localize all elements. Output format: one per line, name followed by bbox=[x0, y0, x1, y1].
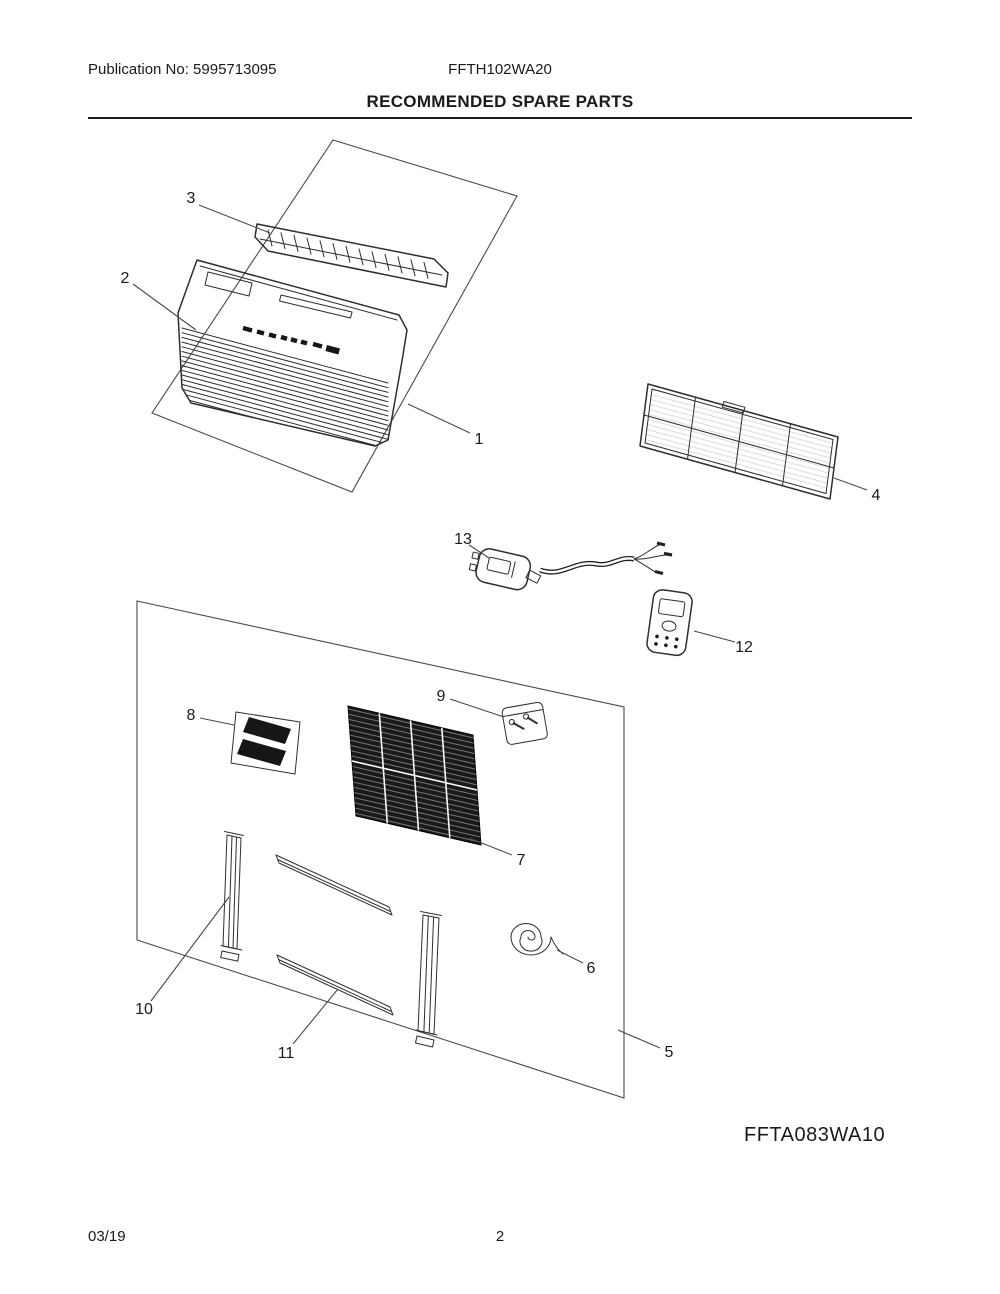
leader-line-10 bbox=[150, 896, 230, 1002]
seal-strip-drawings bbox=[275, 854, 394, 1016]
side-curtain-drawing bbox=[347, 705, 482, 846]
remote-control-drawing bbox=[646, 589, 693, 657]
leader-line-5 bbox=[617, 1029, 661, 1049]
title-divider bbox=[88, 117, 912, 119]
callout-4: 4 bbox=[872, 487, 881, 504]
foam-seal-drawing bbox=[230, 711, 301, 775]
install-kit-box bbox=[136, 600, 625, 1099]
model-number: FFTH102WA20 bbox=[448, 61, 552, 78]
callout-11: 11 bbox=[278, 1045, 295, 1062]
foam-coil-drawing bbox=[510, 923, 564, 956]
callout-5: 5 bbox=[665, 1044, 674, 1061]
power-cord-drawing bbox=[468, 541, 673, 591]
front-panel-drawing bbox=[177, 259, 408, 447]
air-filter-drawing bbox=[639, 383, 839, 500]
callout-1: 1 bbox=[475, 431, 484, 448]
hardware-bag-drawing bbox=[501, 701, 548, 745]
callout-9: 9 bbox=[437, 688, 446, 705]
leader-line-13 bbox=[468, 544, 490, 559]
right-curtain-frame-drawing bbox=[415, 911, 442, 1048]
callout-13: 13 bbox=[454, 531, 472, 548]
callout-2: 2 bbox=[121, 270, 130, 287]
leader-line-7 bbox=[468, 837, 513, 856]
leader-line-12 bbox=[693, 630, 736, 643]
page-title: RECOMMENDED SPARE PARTS bbox=[366, 92, 634, 111]
leader-line-9 bbox=[449, 698, 505, 718]
callout-8: 8 bbox=[187, 707, 196, 724]
callout-10: 10 bbox=[135, 1001, 153, 1018]
footer-page-number: 2 bbox=[495, 1228, 505, 1245]
callout-6: 6 bbox=[587, 960, 596, 977]
upper-assembly-box bbox=[151, 139, 518, 493]
leader-line-4 bbox=[833, 477, 868, 491]
leader-line-3 bbox=[198, 204, 271, 234]
leader-line-1 bbox=[407, 403, 471, 434]
top-grille-drawing bbox=[254, 223, 449, 288]
callout-3: 3 bbox=[187, 190, 196, 207]
callout-labels: 3 2 1 4 13 12 9 8 7 6 10 11 5 bbox=[121, 190, 881, 1062]
callout-leader-lines bbox=[132, 204, 868, 1049]
left-curtain-frame-drawing bbox=[220, 831, 244, 962]
leader-line-8 bbox=[199, 717, 235, 726]
publication-number: Publication No: 5995713095 bbox=[88, 61, 277, 78]
callout-12: 12 bbox=[735, 639, 753, 656]
leader-line-11 bbox=[292, 988, 339, 1045]
submodel-label: FFTA083WA10 bbox=[744, 1124, 886, 1146]
footer-date: 03/19 bbox=[88, 1228, 126, 1245]
leader-line-6 bbox=[556, 949, 584, 964]
callout-7: 7 bbox=[517, 852, 526, 869]
leader-line-2 bbox=[132, 283, 197, 331]
